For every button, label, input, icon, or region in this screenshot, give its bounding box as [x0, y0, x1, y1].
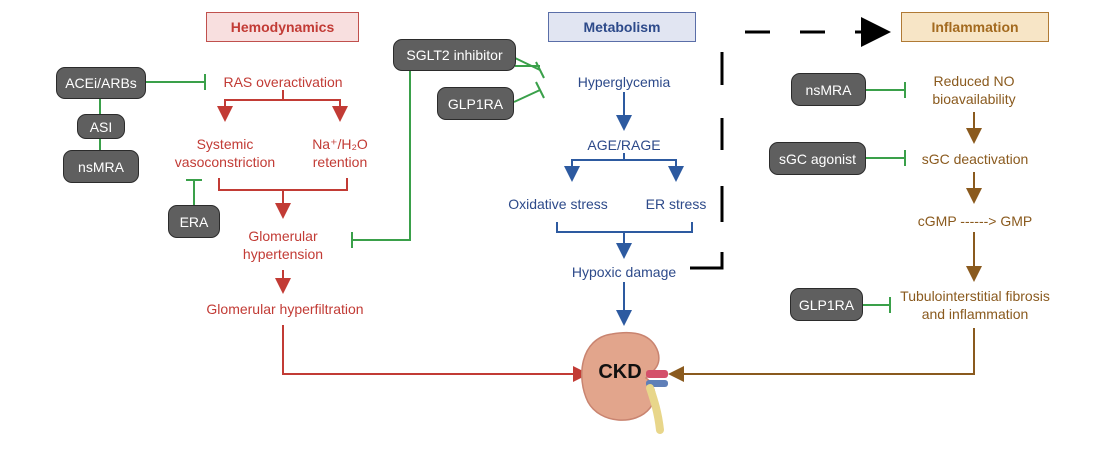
- arrow-hyperfiltration-to-ckd: [282, 325, 589, 382]
- metabolism-connectors: [556, 92, 693, 326]
- sglt2-inhibitor-pill: SGLT2 inhibitor: [393, 39, 516, 71]
- age-rage-label: AGE/RAGE: [587, 137, 661, 153]
- era-pill: ERA: [168, 205, 220, 238]
- nsmra-left-pill: nsMRA: [63, 150, 139, 183]
- inhibit-sglt2-hyperglycemia-bar: [535, 61, 545, 79]
- hemodynamics-header: Hemodynamics: [206, 12, 359, 42]
- bracket-stresses: [556, 222, 693, 233]
- asi-pill: ASI: [77, 114, 125, 139]
- inhibit-glp1ra-hyperglycemia-bar: [535, 81, 545, 99]
- retention-label: retention: [312, 154, 368, 170]
- systemic-label: Systemic: [196, 136, 254, 152]
- inhibition-connectors: [99, 57, 906, 313]
- sgc-deactivation-label: sGC deactivation: [921, 151, 1029, 167]
- glomerular-hyperfiltration-label: Glomerular hyperfiltration: [206, 301, 364, 317]
- crosstalk-connectors: [690, 32, 885, 270]
- cgmp-gmp-label: cGMP ------> GMP: [917, 213, 1033, 229]
- glomerular-label: Glomerular: [248, 228, 318, 244]
- nsmra-right-pill: nsMRA: [791, 73, 866, 106]
- inflammation-header: Inflammation: [901, 12, 1049, 42]
- ras-overactivation-label: RAS overactivation: [223, 74, 343, 90]
- glp1ra-middle-pill: GLP1RA: [437, 87, 514, 120]
- tubulointerstitial-fibrosis-label: Tubulointerstitial fibrosis: [900, 288, 1050, 304]
- arrow-age-to-er: [624, 159, 684, 182]
- hemodynamics-connectors: [217, 90, 589, 382]
- acei-arbs-pill: ACEi/ARBs: [56, 67, 146, 99]
- glp1ra-right-pill: GLP1RA: [790, 288, 863, 321]
- reduced-no-label: Reduced NO: [933, 73, 1015, 89]
- er-stress-label: ER stress: [645, 196, 707, 212]
- inhibit-sglt2-glomerular: [352, 65, 540, 241]
- dashed-bracket-metabolism: [690, 52, 724, 270]
- and-inflammation-label: and inflammation: [921, 306, 1029, 322]
- oxidative-stress-label: Oxidative stress: [508, 196, 608, 212]
- hypertension-label: hypertension: [242, 246, 324, 262]
- ckd-label: CKD: [598, 361, 642, 383]
- metabolism-header: Metabolism: [548, 12, 696, 42]
- hyperglycemia-label: Hyperglycemia: [577, 74, 671, 90]
- inhibit-glp1ra-hyperglycemia: [513, 89, 541, 103]
- arrow-ras-to-na: [283, 99, 348, 122]
- bioavailability-label: bioavailability: [932, 91, 1016, 107]
- vasoconstriction-label: vasoconstriction: [174, 154, 276, 170]
- inflammation-connectors: [668, 112, 982, 382]
- hypoxic-damage-label: Hypoxic damage: [571, 264, 677, 280]
- sgc-agonist-pill: sGC agonist: [769, 142, 866, 175]
- arrow-age-to-stresses: [564, 153, 625, 182]
- bracket-systemic-na: [218, 178, 348, 191]
- arrow-ras-to-systemic: [217, 90, 284, 122]
- na-h2o-label: Na⁺/H₂O: [312, 136, 368, 152]
- arrow-tubulo-to-ckd: [668, 328, 975, 382]
- inhibit-sglt2-hyperglycemia: [514, 57, 541, 71]
- kidney-icon: [581, 331, 668, 434]
